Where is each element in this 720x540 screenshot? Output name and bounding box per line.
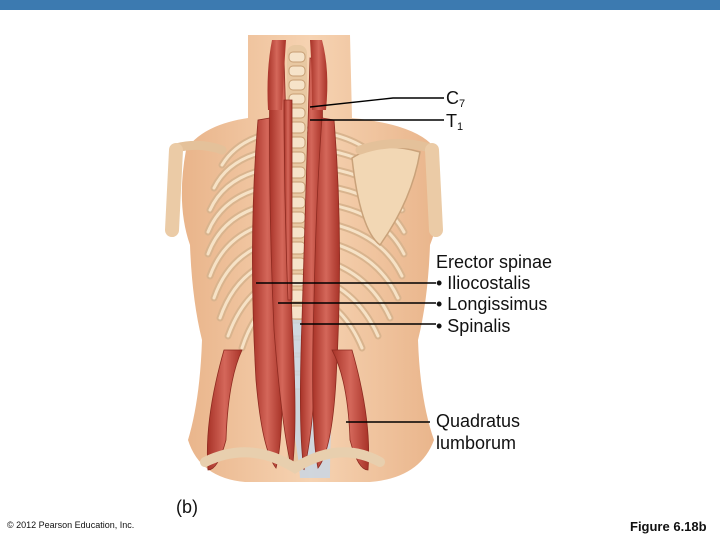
label-t1-sub: 1 <box>457 121 464 133</box>
quadratus-lumborum-left <box>206 349 243 471</box>
label-t1: T1 <box>446 111 463 138</box>
copyright-text: © 2012 Pearson Education, Inc. <box>7 520 135 530</box>
neck-muscle-right <box>310 40 328 110</box>
iliocostalis-right <box>312 117 340 469</box>
spinalis-left <box>283 99 293 301</box>
label-longissimus: • Longissimus <box>436 294 548 314</box>
label-quadratus-line2: lumborum <box>436 433 517 453</box>
label-iliocostalis: • Iliocostalis <box>436 273 531 293</box>
label-c7: C7 <box>446 88 465 115</box>
right-clavicle <box>355 138 435 155</box>
figure-number: Figure 6.18b <box>630 519 707 534</box>
iliac-crest <box>200 447 385 474</box>
left-humerus <box>165 143 183 237</box>
label-t1-letter: T <box>446 111 457 131</box>
quadratus-lumborum-right <box>331 349 370 471</box>
leader-c7 <box>309 97 444 108</box>
leader-lines <box>256 97 444 423</box>
label-erector-spinae: Erector spinae <box>436 252 553 272</box>
label-quadratus-line1: Quadratus <box>436 411 521 431</box>
panel-label: (b) <box>176 497 198 517</box>
label-c7-letter: C <box>446 88 459 108</box>
label-spinalis: • Spinalis <box>436 316 511 336</box>
neck-muscle-left <box>267 40 286 110</box>
label-c7-sub: 7 <box>459 98 466 110</box>
right-humerus <box>425 143 443 237</box>
header-bar <box>0 0 720 10</box>
